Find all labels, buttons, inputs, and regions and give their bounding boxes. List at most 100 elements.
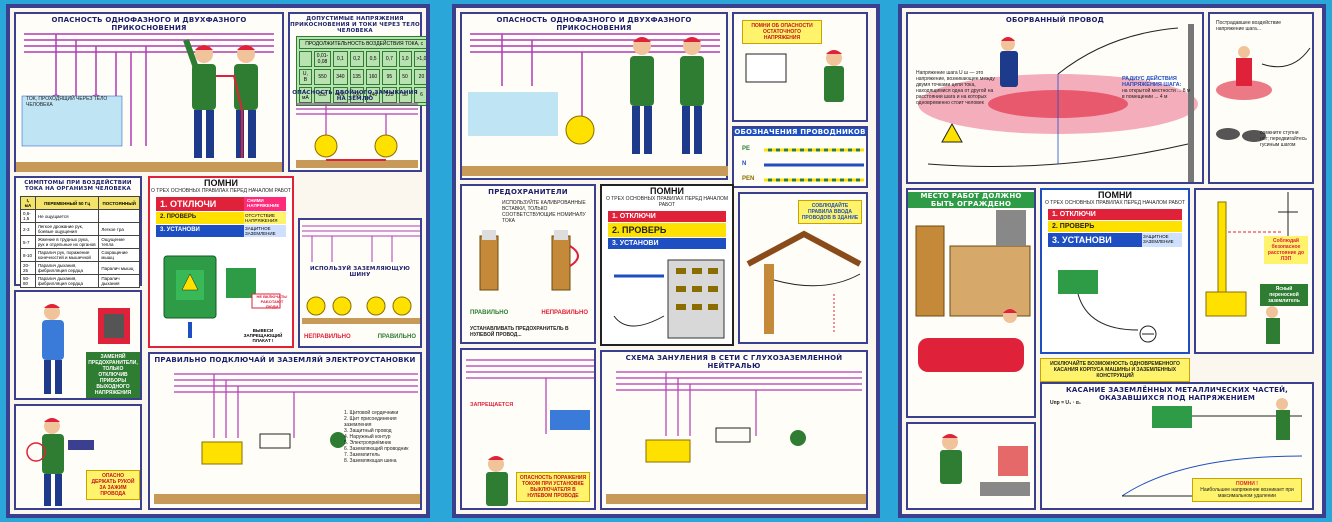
residual-panel: ПОМНИ ОБ ОПАСНОСТИ ОСТАТОЧНОГО НАПРЯЖЕНИ… <box>732 12 868 122</box>
duration-cell: 0,2 <box>349 51 364 67</box>
table-cell: 50-80 <box>20 274 36 288</box>
duration-cell: >1,0 <box>413 51 426 67</box>
workers-illustration <box>183 38 258 158</box>
table-cell: Паралич мышц <box>98 261 140 275</box>
table-header: ПЕРЕМЕННЫЙ 50 Гц <box>34 196 100 210</box>
table-cell: 550 <box>313 69 332 85</box>
grounding-panel: ПРАВИЛЬНО ПОДКЛЮЧАЙ И ЗАЗЕМЛЯЙ ЭЛЕКТРОУС… <box>148 352 422 510</box>
touch-grounded-panel: КАСАНИЕ ЗАЗЕМЛЁННЫХ МЕТАЛЛИЧЕСКИХ ЧАСТЕЙ… <box>1040 382 1314 510</box>
table-cell: 5-7 <box>20 235 36 249</box>
forbidden-label: ЗАПРЕЩАЕТСЯ <box>470 402 514 408</box>
grinder-illustration <box>940 434 1030 496</box>
remember-box-3: ПОМНИ О ТРЕХ ОСНОВНЫХ ПРАВИЛАХ ПЕРЕД НАЧ… <box>1040 188 1190 354</box>
rule-2-3: 2. ПРОВЕРЬ <box>1048 221 1182 232</box>
fuse-note: УСТАНАВЛИВАТЬ ПРЕДОХРАНИТЕЛЬ В НУЛЕВОЙ П… <box>470 326 569 338</box>
remember-box: ПОМНИ О ТРЕХ ОСНОВНЫХ ПРАВИЛАХ ПЕРЕД НАЧ… <box>148 176 294 348</box>
zeroing-panel: СХЕМА ЗАНУЛЕНИЯ В СЕТИ С ГЛУХОЗАЗЕМЛЕННО… <box>600 350 868 510</box>
table-cell: Паралич дыхания, фибрилляция сердца <box>34 274 100 288</box>
touch-grounded-diagram <box>1122 398 1303 497</box>
building-input-panel: СОБЛЮДАЙТЕ ПРАВИЛА ВВОДА ПРОВОДОВ В ЗДАН… <box>738 192 868 344</box>
table-cell: 8-10 <box>20 248 36 262</box>
right-label: ПРАВИЛЬНО <box>377 334 416 340</box>
broken-wire-panel: ОБОРВАННЫЙ ПРОВОД Напряжение шага U ш — … <box>906 12 1204 184</box>
step-exit-illustration <box>1216 46 1311 142</box>
forbidden-panel: ЗАПРЕЩАЕТСЯ ОПАСНОСТЬ ПОРАЖЕНИЯ ТОКОМ ПР… <box>460 348 596 510</box>
touch-danger-title: ОПАСНОСТЬ ОДНОФАЗНОГО И ДВУХФАЗНОГО ПРИК… <box>51 16 247 32</box>
grinder-panel <box>906 422 1036 510</box>
legend-item: 8. Заземляющая шина <box>344 458 397 464</box>
step-exit-panel: Пострадавшее воздействие напряжение шага… <box>1208 12 1314 184</box>
switchboard-illustration <box>163 255 281 338</box>
poster-2-canvas: ОПАСНОСТЬ ОДНОФАЗНОГО И ДВУХФАЗНОГО ПРИК… <box>456 8 876 514</box>
table-cell: I, мА <box>299 87 312 103</box>
busbar-diagram <box>302 225 420 324</box>
table-cell: 190 <box>349 87 364 103</box>
radius-title: РАДИУС ДЕЙСТВИЯ НАПРЯЖЕНИЯ ШАГА: <box>1122 76 1182 88</box>
exit-note: сомкните ступни ног; передвигайтесь гуси… <box>1260 130 1307 148</box>
table-cell: 20 <box>413 69 426 85</box>
legend-item: 2. Щит присоединения заземления <box>344 416 397 428</box>
rule-row-2: 2. ПРОВЕРЬ ОТСУТСТВИЕ НАПРЯЖЕНИЯ <box>156 212 286 224</box>
rule-row-3-3: 3. УСТАНОВИ ЗАЩИТНОЕ ЗАЗЕМЛЕНИЕ <box>1048 233 1182 247</box>
wrong-label-2: НЕПРАВИЛЬНО <box>541 310 588 316</box>
table-cell: Легкое дрожание рук, боевые ощущения <box>34 222 100 236</box>
plate-caption: ВЫВЕСИ ЗАПРЕЩАЮЩИЙ ПЛАКАТ ! <box>243 328 283 343</box>
table-cell: Паралич дыхания <box>98 274 140 288</box>
symptoms-title: СИМПТОМЫ ПРИ ВОЗДЕЙСТВИИ ТОКА НА ОРГАНИЗ… <box>24 180 132 192</box>
table-cell <box>98 209 140 223</box>
conductor-n: N <box>742 161 747 167</box>
remember-box-2: ПОМНИ О ТРЕХ ОСНОВНЫХ ПРАВИЛАХ ПЕРЕД НАЧ… <box>600 184 734 346</box>
crane-note: Соблюдай безопасное расстояние до ЛЭП <box>1264 236 1308 264</box>
right-label-2: ПРАВИЛЬНО <box>470 310 509 316</box>
fuse-worker-panel: ЗАМЕНЯЙ ПРЕДОХРАНИТЕЛИ, ТОЛЬКО ОТКЛЮЧИВ … <box>14 290 142 400</box>
voltage-panel: ДОПУСТИМЫЕ НАПРЯЖЕНИЯ ПРИКОСНОВЕНИЯ И ТО… <box>288 12 426 172</box>
danger-note: ОПАСНОСТЬ ПОРАЖЕНИЯ ТОКОМ ПРИ УСТАНОВКЕ … <box>516 472 590 502</box>
duration-cell: 1,0 <box>398 51 412 67</box>
table-cell: 95 <box>382 69 397 85</box>
touch-diagram <box>16 33 282 172</box>
legend-item: 7. Заземлитель <box>344 452 380 458</box>
legend-item: 3. Защитный провод <box>344 428 392 434</box>
touch-grounded-title: КАСАНИЕ ЗАЗЕМЛЁННЫХ МЕТАЛЛИЧЕСКИХ ЧАСТЕЙ… <box>1065 386 1289 402</box>
rule-1: 1. ОТКЛЮЧИ <box>156 197 244 211</box>
table-header: ПОСТОЯННЫЙ <box>98 196 140 210</box>
remember-bottom: ПОМНИ ! Наибольшее напряжение возникает … <box>1192 478 1302 502</box>
current-note: ТОК, ПРОХОДЯЩИЙ ЧЕРЕЗ ТЕЛО ЧЕЛОВЕКА <box>26 96 108 108</box>
fence-title: МЕСТО РАБОТ ДОЛЖНО БЫТЬ ОГРАЖДЕНО <box>908 192 1034 208</box>
remember-subtitle-3: О ТРЕХ ОСНОВНЫХ ПРАВИЛАХ ПЕРЕД НАЧАЛОМ Р… <box>1045 200 1185 206</box>
table-cell: Паралич дыхания, фибрилляция сердца <box>34 261 100 275</box>
step-note: Напряжение шага U ш — это напряжение, во… <box>916 70 995 106</box>
conductor-pen: PEN <box>742 176 755 182</box>
table-cell: Ощущение тепла <box>98 235 140 249</box>
voltage-title: ДОПУСТИМЫЕ НАПРЯЖЕНИЯ ПРИКОСНОВЕНИЯ И ТО… <box>290 16 420 34</box>
ground-tag: Ясный переносной заземлитель <box>1260 284 1308 306</box>
conductors-list: PE N PEN <box>742 142 754 187</box>
broken-wire-title: ОБОРВАННЫЙ ПРОВОД <box>1005 16 1105 24</box>
fuses-title: ПРЕДОХРАНИТЕЛИ <box>488 188 568 196</box>
step-voltage-diagram <box>918 24 1198 182</box>
building-input-diagram <box>746 230 862 334</box>
table-header: I, мА <box>20 196 36 210</box>
fuses-note: ИСПОЛЬЗУЙТЕ КАЛИБРОВАННЫЕ ВСТАВКИ, ТОЛЬК… <box>502 200 586 224</box>
poster-3: ОБОРВАННЫЙ ПРОВОД Напряжение шага U ш — … <box>898 4 1326 518</box>
table-cell: Сокращение мышц <box>98 248 140 262</box>
tester-illustration <box>613 259 725 339</box>
fence-illustration <box>915 210 1031 372</box>
table-cell: Паралич рук, поражение конечностей и мыш… <box>34 248 100 262</box>
duration-header: ПРОДОЛЖИТЕЛЬНОСТЬ ВОЗДЕЙСТВИЯ ТОКА, с <box>299 39 426 49</box>
symptoms-table: I, мА ПЕРЕМЕННЫЙ 50 Гц ПОСТОЯННЫЙ 0,6-1,… <box>20 196 140 288</box>
poster-1: ОПАСНОСТЬ ОДНОФАЗНОГО И ДВУХФАЗНОГО ПРИК… <box>6 4 430 518</box>
symptoms-panel: СИМПТОМЫ ПРИ ВОЗДЕЙСТВИИ ТОКА НА ОРГАНИЗ… <box>14 176 142 288</box>
fuses-illustration <box>479 230 579 291</box>
drill-note: ОПАСНО ДЕРЖАТЬ РУКОЙ ЗА ЗАЖИМ ПРОВОДА <box>86 470 140 500</box>
legend-item: 5. Электроприёмник <box>344 440 392 446</box>
wrong-label: НЕПРАВИЛЬНО <box>304 334 351 340</box>
formula: Uпр = U₃ · α₁ <box>1050 400 1081 406</box>
rule-1-3: 1. ОТКЛЮЧИ <box>1048 209 1182 220</box>
rule-row-3: 3. УСТАНОВИ ЗАЩИТНОЕ ЗАЗЕМЛЕНИЕ <box>156 225 286 237</box>
table-cell: 125 <box>382 87 397 103</box>
remember-title: ПОМНИ <box>204 178 238 188</box>
poster-2: ОПАСНОСТЬ ОДНОФАЗНОГО И ДВУХФАЗНОГО ПРИК… <box>452 4 880 518</box>
conductor-wires <box>764 148 864 182</box>
busbar-title: ИСПОЛЬЗУЙ ЗАЗЕМЛЯЮЩУЮ ШИНУ <box>309 266 411 278</box>
